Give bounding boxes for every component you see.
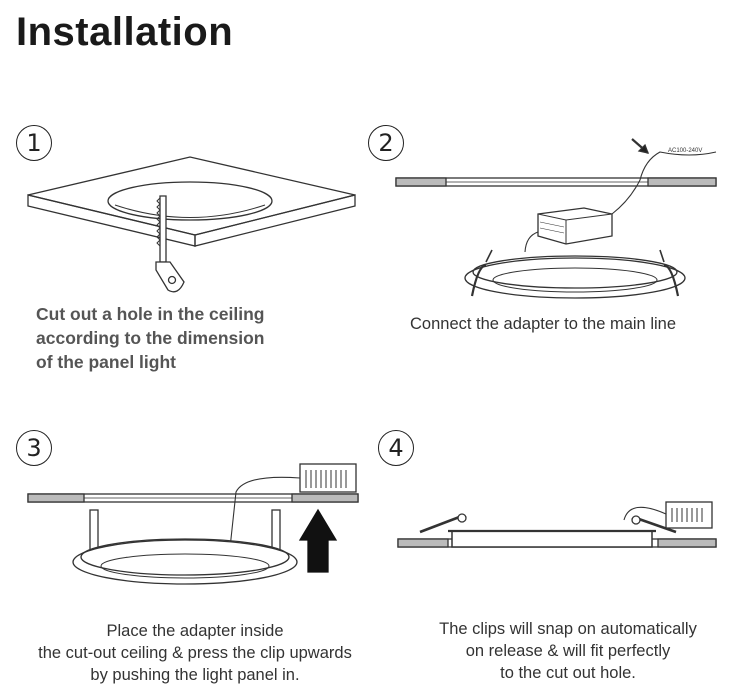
step-2-number: 2	[368, 125, 404, 161]
caption-line: Connect the adapter to the main line	[410, 315, 677, 333]
page-title: Installation	[16, 10, 234, 54]
step-1-caption: Cut out a hole in the ceiling according …	[36, 302, 265, 374]
step-4-caption: The clips will snap on automatically on …	[398, 618, 738, 684]
caption-line: to the cut out hole.	[500, 664, 636, 682]
caption-line: The clips will snap on automatically	[439, 620, 697, 638]
caption-line: of the panel light	[36, 352, 176, 372]
step-4-installed-illustration	[397, 501, 717, 548]
caption-line: by pushing the light panel in.	[90, 666, 300, 684]
step-1-number: 1	[16, 125, 52, 161]
caption-line: Place the adapter inside	[106, 622, 284, 640]
step-3-caption: Place the adapter inside the cut-out cei…	[10, 620, 380, 686]
step-2-connect-illustration: AC100-240V	[395, 138, 717, 299]
caption-line: on release & will fit perfectly	[465, 642, 671, 660]
step-3-insert-illustration	[27, 463, 359, 585]
step-1-ceiling-cut-illustration	[27, 156, 356, 293]
step-4-number: 4	[378, 430, 414, 466]
step-2-caption: Connect the adapter to the main line	[410, 313, 676, 335]
caption-line: the cut-out ceiling & press the clip upw…	[38, 644, 352, 662]
caption-line: according to the dimension	[36, 328, 265, 348]
caption-line: Cut out a hole in the ceiling	[36, 304, 265, 324]
wire-label: AC100-240V	[668, 148, 702, 154]
step-3-number: 3	[16, 430, 52, 466]
